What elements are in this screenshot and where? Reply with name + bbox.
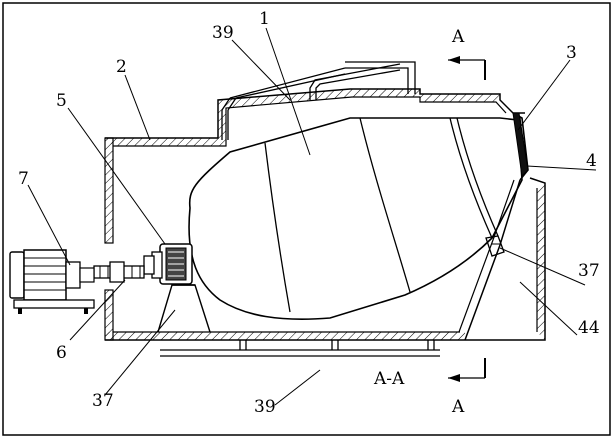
- motor-7: [9, 249, 95, 314]
- callout-1: 1: [259, 9, 270, 29]
- callout-7: 7: [18, 169, 29, 189]
- callout-6: 6: [56, 343, 67, 363]
- drawing-border: [2, 2, 611, 436]
- callout-37-right: 37: [578, 261, 600, 281]
- callout-39-bottom: 39: [254, 397, 276, 417]
- callouts: 1 2 3 4 5 6 7 37 37 39 39 44 A A A-A: [18, 9, 600, 417]
- section-mark-bottom: A: [451, 397, 465, 417]
- section-mark-top: A: [451, 27, 465, 47]
- callout-5: 5: [56, 91, 67, 111]
- top-duct-39: [221, 61, 416, 140]
- leader-lines: [27, 27, 597, 406]
- mixing-drum: [188, 112, 529, 320]
- coupling-shaft-6: [93, 261, 145, 283]
- drive-head-5: [143, 243, 193, 285]
- section-caption: A-A: [373, 369, 405, 389]
- callout-2: 2: [116, 57, 127, 77]
- section-line-a-a: [448, 56, 486, 382]
- housing: [104, 88, 546, 341]
- callout-37-bottom: 37: [92, 391, 114, 411]
- callout-39-top: 39: [212, 23, 234, 43]
- support-frame-37: [157, 284, 211, 333]
- callout-44: 44: [578, 318, 600, 338]
- callout-4: 4: [586, 151, 597, 171]
- callout-3: 3: [566, 43, 577, 63]
- bottom-duct-39: [160, 340, 440, 357]
